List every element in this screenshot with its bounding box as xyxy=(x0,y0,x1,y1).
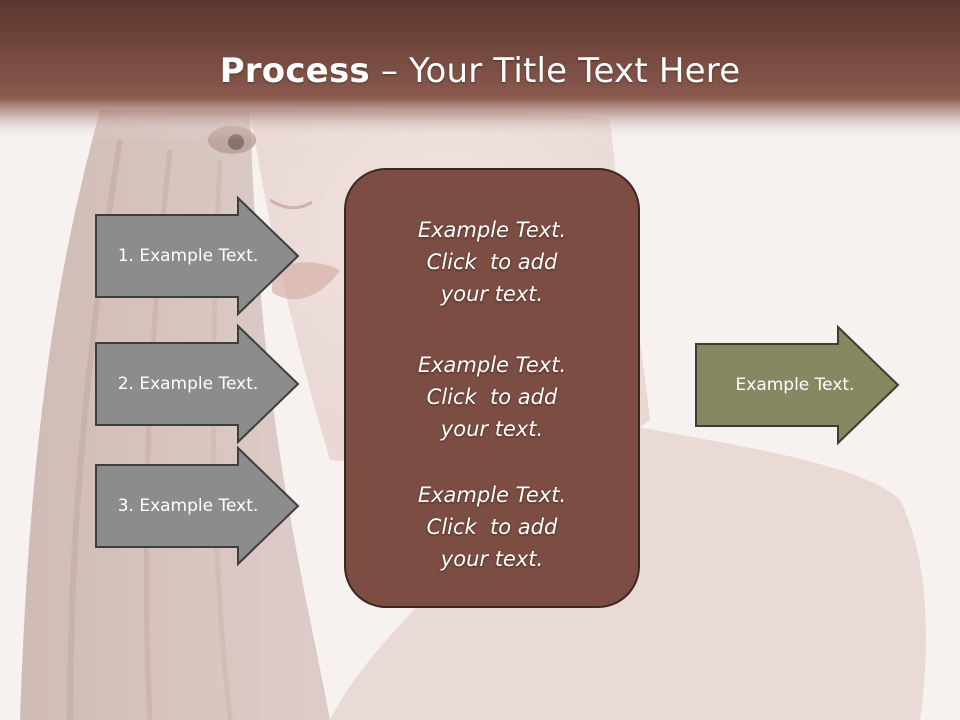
center-text-box[interactable]: Example Text. Click to add your text. Ex… xyxy=(344,168,640,608)
center-text-line: Click to add xyxy=(426,515,558,539)
slide-title-bold: Process xyxy=(219,51,370,91)
left-arrow-3-label: 3. Example Text. xyxy=(117,496,259,516)
title-bar-band xyxy=(0,0,960,140)
center-text-line: Example Text. xyxy=(417,483,567,507)
center-text-block-1: Example Text. Click to add your text. xyxy=(346,214,638,310)
right-arrow[interactable]: Example Text. xyxy=(695,324,900,446)
left-arrow-1-label: 1. Example Text. xyxy=(117,246,259,266)
slide-title-rest: – Your Title Text Here xyxy=(369,51,741,91)
arrow-shape-icon xyxy=(95,195,300,317)
center-text-block-2: Example Text. Click to add your text. xyxy=(346,349,638,445)
center-text-line: Click to add xyxy=(426,250,558,274)
center-text-line: your text. xyxy=(440,282,544,306)
slide-title[interactable]: Process – Your Title Text Here xyxy=(0,51,960,91)
right-arrow-label: Example Text. xyxy=(735,375,855,395)
center-text-line: Example Text. xyxy=(417,218,567,242)
arrow-shape-icon xyxy=(695,324,900,446)
left-arrow-2[interactable]: 2. Example Text. xyxy=(95,323,300,445)
arrow-shape-icon xyxy=(95,445,300,567)
left-arrow-2-label: 2. Example Text. xyxy=(117,374,259,394)
left-arrow-3[interactable]: 3. Example Text. xyxy=(95,445,300,567)
center-text-line: your text. xyxy=(440,547,544,571)
left-arrow-1[interactable]: 1. Example Text. xyxy=(95,195,300,317)
center-text-line: your text. xyxy=(440,417,544,441)
center-text-line: Click to add xyxy=(426,385,558,409)
arrow-shape-icon xyxy=(95,323,300,445)
center-text-block-3: Example Text. Click to add your text. xyxy=(346,479,638,575)
center-text-line: Example Text. xyxy=(417,353,567,377)
